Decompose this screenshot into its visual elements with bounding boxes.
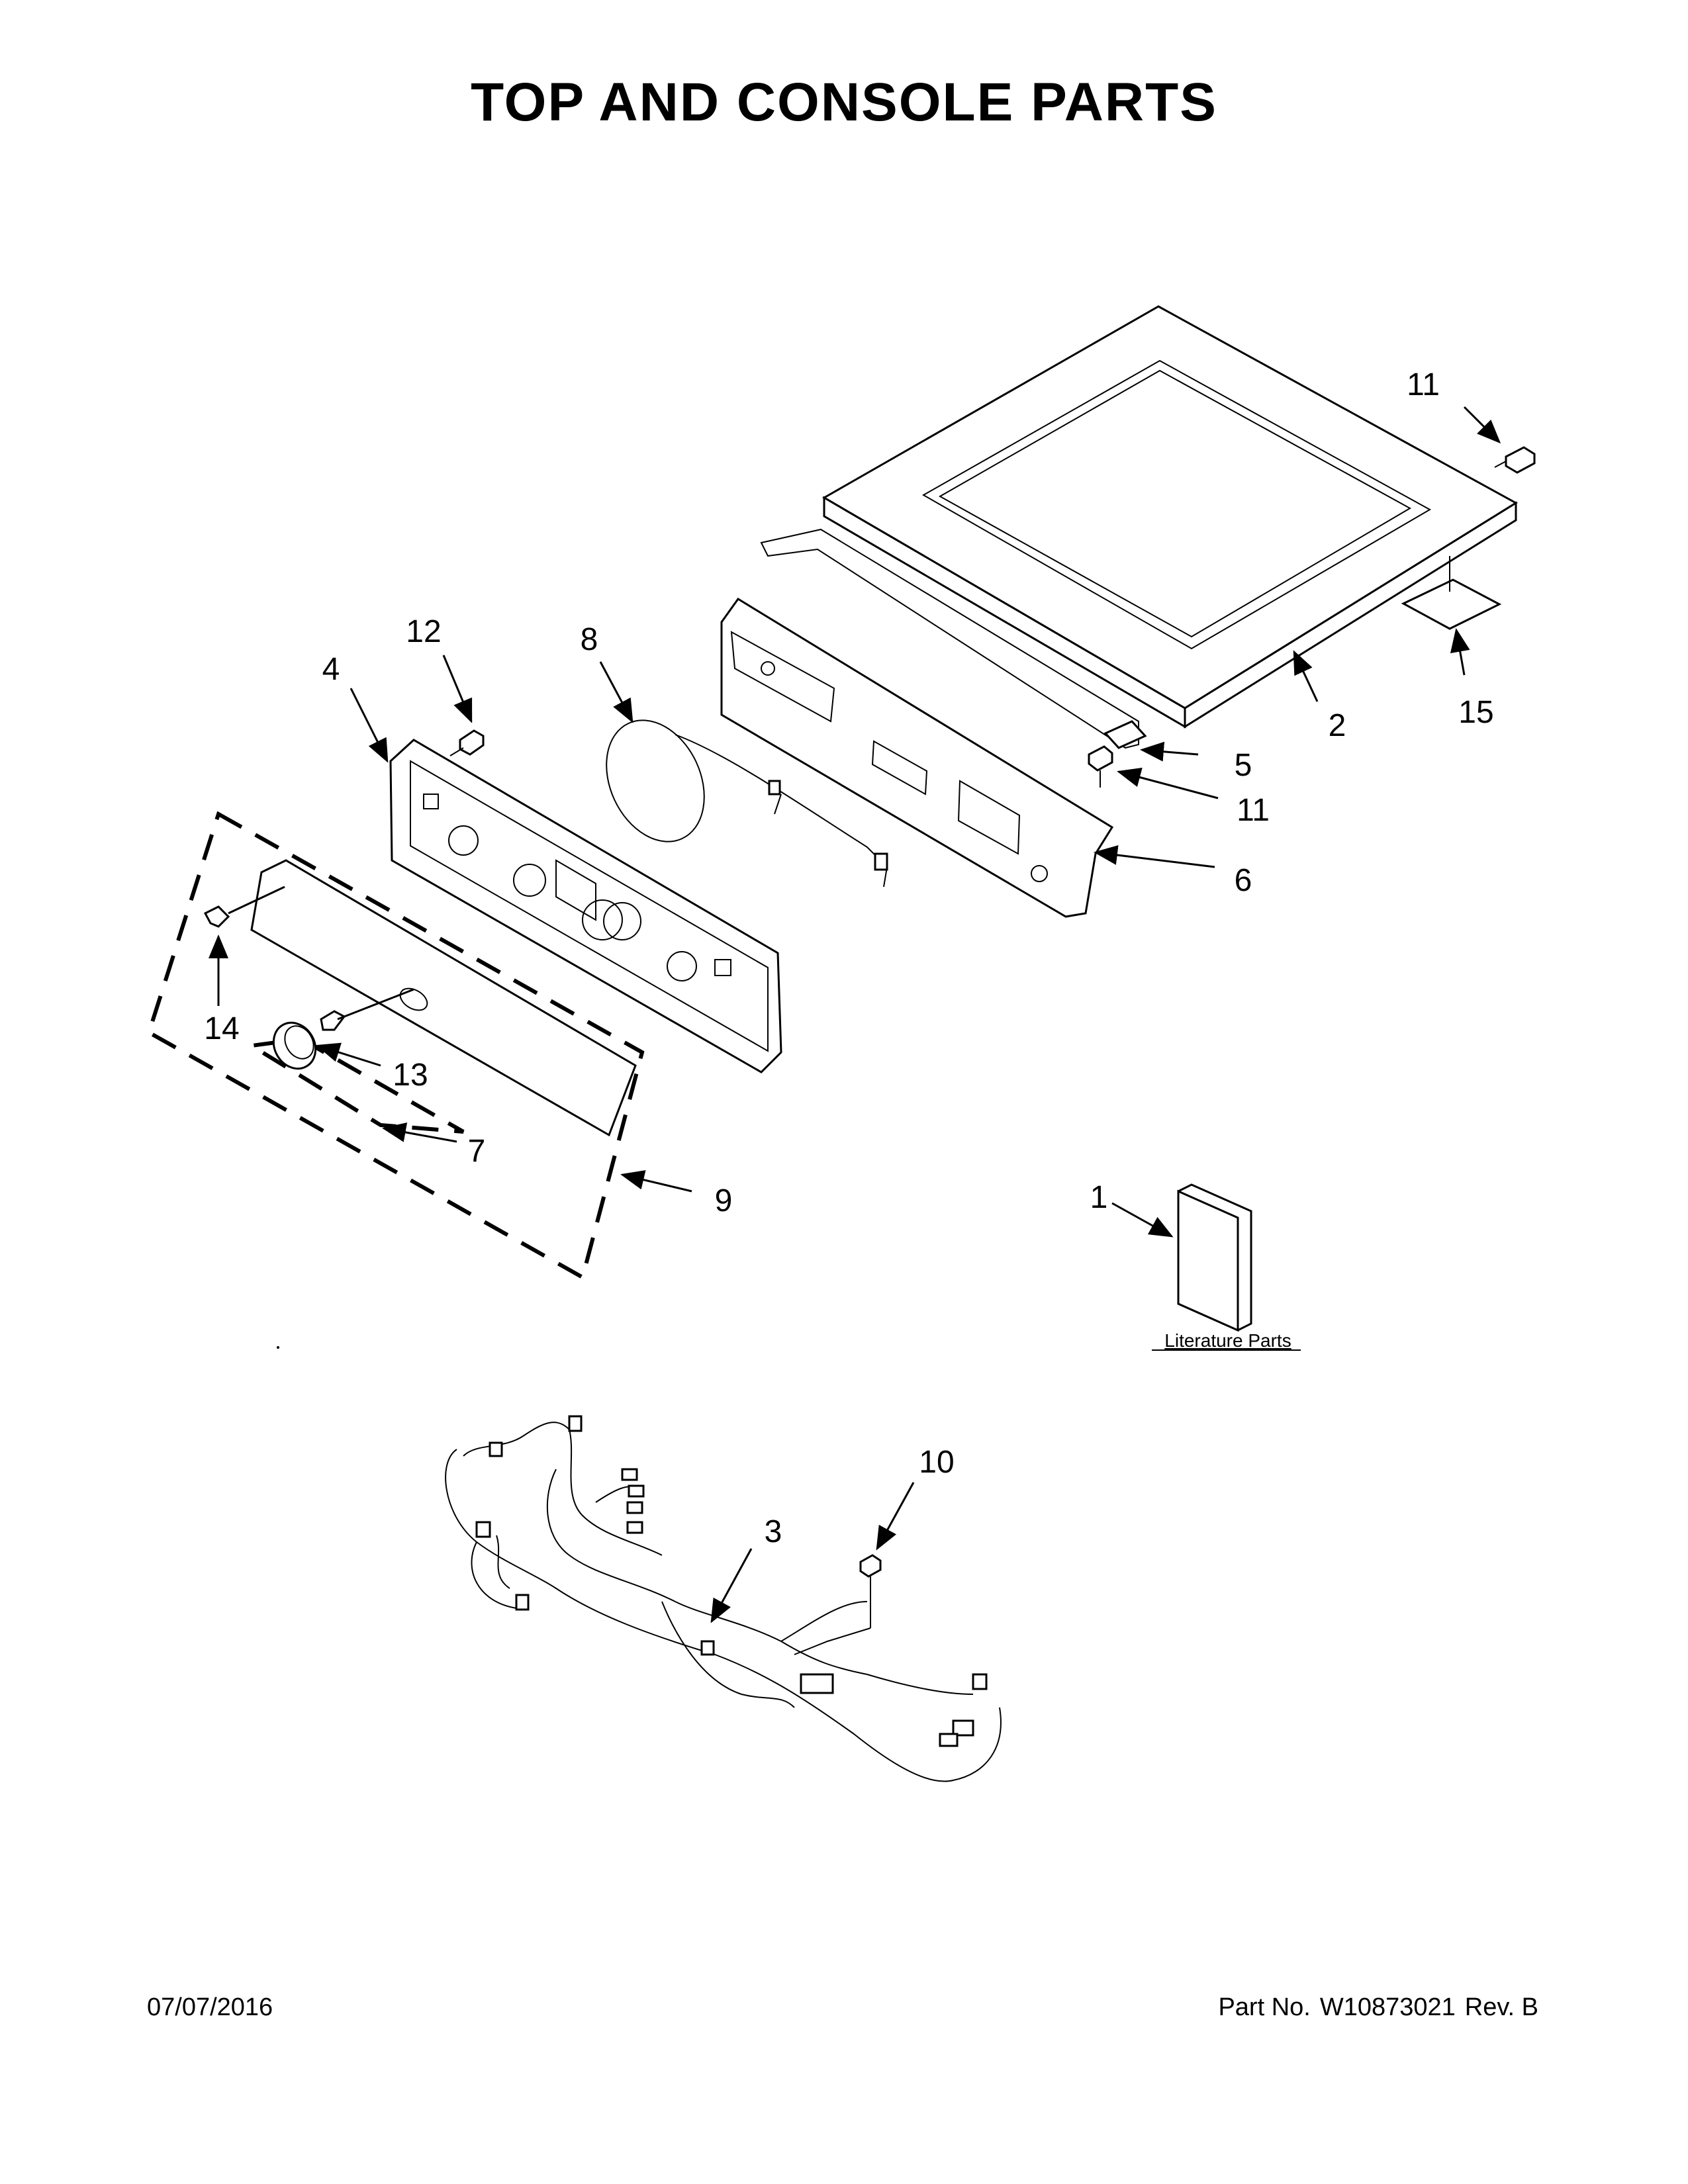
screw-part-lower: [1088, 745, 1113, 788]
label-part: [1401, 556, 1502, 630]
top-panel-part: [760, 305, 1518, 749]
callout-arrows: [209, 406, 1501, 1623]
footer-part-label: Part No.: [1218, 1993, 1311, 2021]
clip-part: [1103, 720, 1147, 749]
footer-date: 07/07/2016: [147, 1993, 273, 2021]
callout-2: 2: [1329, 708, 1346, 743]
callout-4: 4: [322, 652, 340, 687]
harness-screw-part: [794, 1554, 882, 1655]
footer-part-number: W10873021: [1319, 1993, 1456, 2021]
callout-8: 8: [581, 622, 598, 657]
console-overlay-part: [250, 859, 637, 1137]
screw-part-upper: [1494, 446, 1536, 474]
console-screw-part: [449, 729, 485, 756]
console-bracket-part: [720, 597, 1114, 918]
console-assembly-outline: [146, 811, 645, 1281]
callout-12: 12: [406, 614, 441, 649]
console-panel-part: [389, 739, 782, 1073]
literature-label: Literature Parts: [1164, 1330, 1291, 1351]
footer-part-info: Part No. W10873021 Rev. B: [1209, 1993, 1538, 2022]
literature-part: [1177, 1183, 1252, 1332]
callout-9: 9: [715, 1183, 733, 1218]
console-wire-harness-part: [606, 719, 888, 887]
callout-3: 3: [765, 1514, 782, 1549]
callout-11-lower: 11: [1237, 793, 1270, 828]
callout-6: 6: [1235, 863, 1252, 898]
page-title: TOP AND CONSOLE PARTS: [471, 72, 1217, 132]
callout-11-upper: 11: [1407, 367, 1440, 402]
overlay-clip-part: [203, 886, 285, 928]
callout-7: 7: [468, 1134, 486, 1169]
callout-labels: 11 2 15 5 11 6 4 12 8 14 13 7 9 1 10 3: [204, 367, 1493, 1549]
stray-mark: [277, 1346, 279, 1349]
callout-5: 5: [1235, 748, 1252, 783]
callout-15: 15: [1458, 695, 1493, 730]
callout-10: 10: [919, 1445, 954, 1480]
footer-revision: Rev. B: [1464, 1993, 1538, 2021]
callout-14: 14: [204, 1011, 239, 1046]
callout-13: 13: [393, 1058, 428, 1093]
knob-assembly-outline: [246, 1036, 465, 1134]
main-wire-harness-part: [445, 1415, 1002, 1782]
callout-1: 1: [1090, 1180, 1108, 1215]
knob-part: [272, 988, 414, 1070]
